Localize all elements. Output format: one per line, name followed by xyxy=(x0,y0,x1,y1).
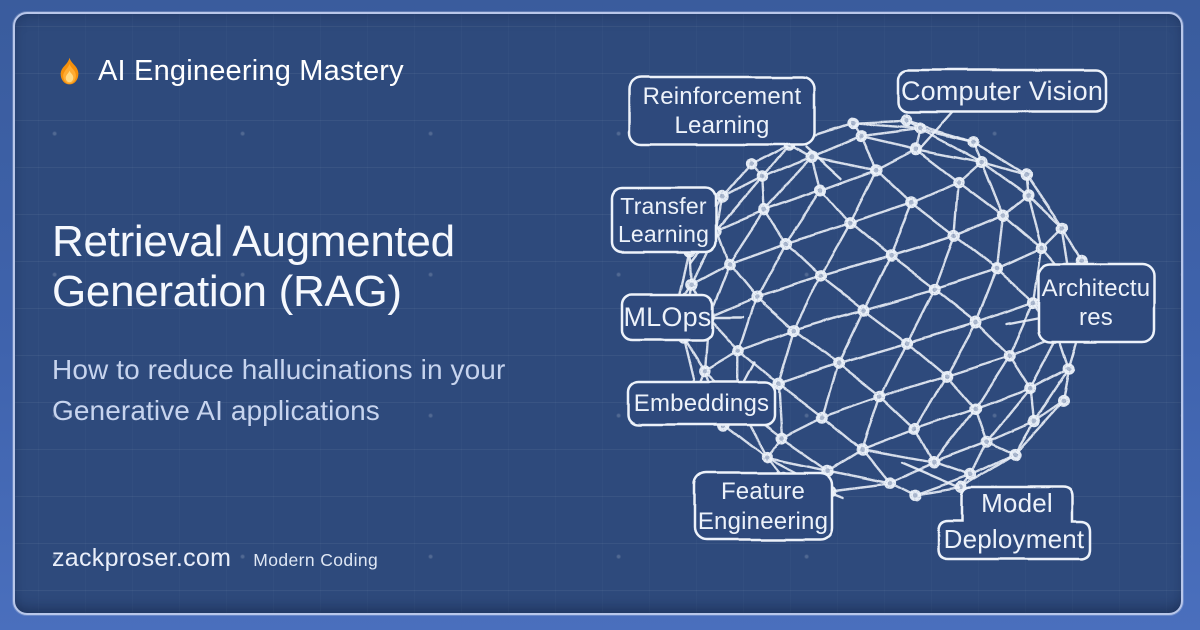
network-label-model-deployment-body: Deployment xyxy=(938,521,1090,559)
label-line: Embeddings xyxy=(633,389,770,417)
label-line: Reinforcement xyxy=(642,82,802,110)
label-line: Learning xyxy=(674,112,770,139)
site-domain: zackproser.com xyxy=(52,544,232,572)
label-line: Architectu xyxy=(1041,274,1151,302)
brand-header: AI Engineering Mastery xyxy=(54,52,404,90)
network-label-model-deployment-tab: Model xyxy=(962,487,1072,521)
title-line-1: Retrieval Augmented xyxy=(52,217,455,266)
label-line: res xyxy=(1079,304,1113,331)
card-surface xyxy=(13,12,1183,615)
page-title: Retrieval Augmented Generation (RAG) xyxy=(52,217,455,317)
brand-name: AI Engineering Mastery xyxy=(98,54,404,87)
title-line-2: Generation (RAG) xyxy=(52,267,402,316)
label-line: Deployment xyxy=(943,524,1085,555)
label-line: MLOps xyxy=(623,301,712,332)
network-label-embeddings: Embeddings xyxy=(628,382,775,425)
label-line: Feature xyxy=(720,478,806,506)
network-label-computer-vision: Computer Vision xyxy=(898,70,1106,112)
label-line: Model xyxy=(981,488,1053,519)
subtitle-line-1: How to reduce hallucinations in your xyxy=(52,354,506,385)
label-line: Learning xyxy=(617,221,710,247)
label-callout-boxes xyxy=(610,68,1156,561)
network-label-mlops: MLOps xyxy=(622,294,713,340)
mesh-wireframe xyxy=(671,115,1092,502)
label-line: Transfer xyxy=(620,192,707,219)
site-tagline: Modern Coding xyxy=(253,550,379,570)
fire-icon xyxy=(54,56,85,87)
subtitle: How to reduce hallucinations in your Gen… xyxy=(52,349,505,431)
subtitle-line-2: Generative AI applications xyxy=(52,395,380,426)
label-line: Computer Vision xyxy=(900,75,1104,106)
label-line: Engineering xyxy=(697,507,829,535)
footer: zackproser.com Modern Coding xyxy=(52,544,378,573)
